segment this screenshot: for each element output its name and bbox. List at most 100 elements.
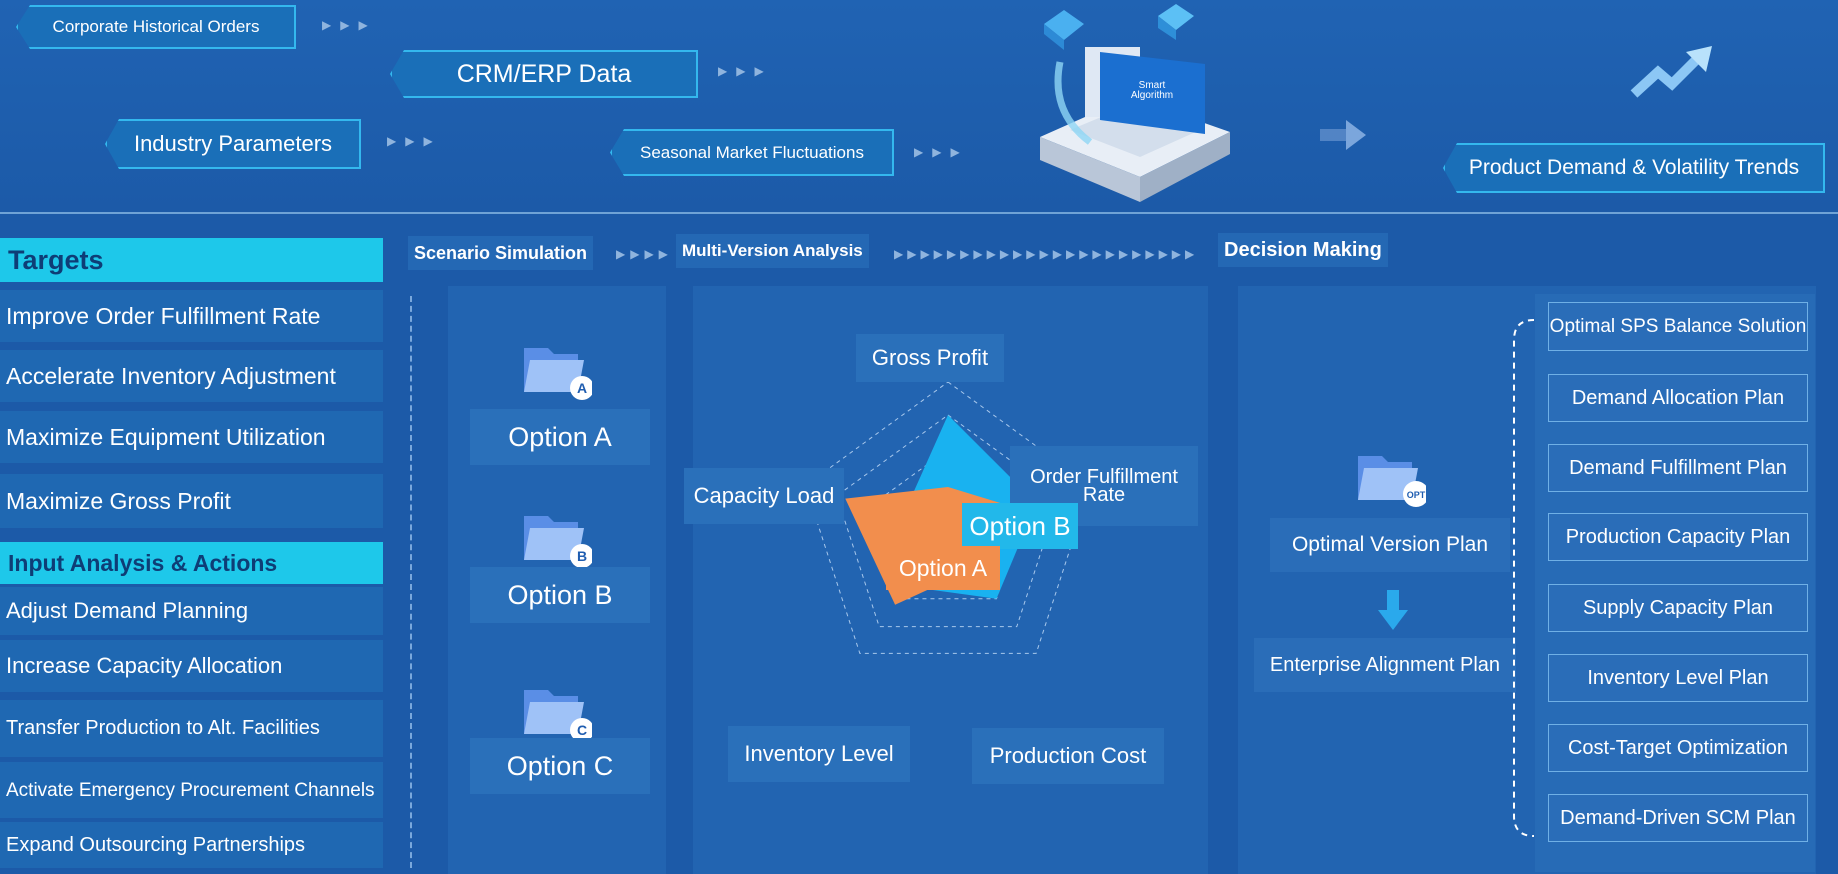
folder-icon: B — [524, 516, 592, 568]
actions-heading: Input Analysis & Actions — [0, 542, 383, 584]
folder-icon: A — [524, 348, 592, 400]
enterprise-alignment-label: Enterprise Alignment Plan — [1269, 653, 1501, 676]
step-label: Decision Making — [1224, 238, 1382, 261]
option-label-text: Option A — [508, 421, 612, 452]
corporate-orders-tag: Corporate Historical Orders — [16, 5, 296, 49]
optimal-version-label: Optimal Version Plan — [1291, 533, 1489, 556]
opt-badge: OPT — [1407, 490, 1426, 500]
demand-trend-tag: Product Demand & Volatility Trends — [1443, 143, 1825, 193]
divider — [0, 212, 1838, 214]
target-item-label: Maximize Equipment Utilization — [6, 423, 326, 450]
plan-label: Supply Capacity Plan — [1582, 597, 1774, 619]
seasonal-label: Seasonal Market Fluctuations — [640, 142, 864, 162]
action-item: Adjust Demand Planning — [0, 587, 383, 635]
plan-item: Supply Capacity Plan — [1548, 584, 1808, 632]
down-arrow-icon — [1378, 590, 1408, 630]
target-item-label: Improve Order Fulfillment Rate — [6, 302, 321, 329]
radar-axis-text: Capacity Load — [693, 483, 835, 508]
step-label: Multi-Version Analysis — [682, 241, 863, 260]
series-label-text: Option A — [898, 554, 988, 581]
flow-arrow-icon: ▶▶▶▶▶▶▶▶▶▶▶▶▶▶▶▶▶▶▶▶▶▶▶ — [894, 247, 1199, 261]
optimal-version-plan: Optimal Version Plan — [1270, 518, 1510, 572]
target-item: Maximize Gross Profit — [0, 474, 383, 528]
target-item: Accelerate Inventory Adjustment — [0, 350, 383, 402]
algorithm-label-line2: Algorithm — [1131, 90, 1173, 101]
series-label-text: Option B — [969, 510, 1071, 541]
seasonal-tag: Seasonal Market Fluctuations — [610, 129, 894, 176]
action-item-label: Expand Outsourcing Partnerships — [6, 833, 306, 856]
option-badge: B — [577, 548, 587, 564]
action-item-label: Activate Emergency Procurement Channels — [6, 779, 375, 801]
plan-label: Production Capacity Plan — [1565, 526, 1791, 548]
step-decision-making: Decision Making — [1218, 233, 1388, 267]
algorithm-label-line1: Smart — [1139, 80, 1166, 91]
radar-axis-text: Order Fulfillment Rate — [1030, 466, 1178, 506]
action-item-label: Transfer Production to Alt. Facilities — [6, 717, 320, 739]
flow-arrow-icon: ▶▶▶ — [718, 64, 773, 78]
smart-algorithm-illustration: Smart Algorithm — [1040, 4, 1230, 202]
folder-icon: OPT — [1358, 456, 1426, 507]
folder-icon: C — [524, 690, 592, 742]
separator-line — [410, 296, 412, 868]
option-c-label: Option C — [470, 738, 650, 794]
action-item-label: Adjust Demand Planning — [6, 598, 249, 623]
action-item: Transfer Production to Alt. Facilities — [0, 700, 383, 757]
radar-axis-label: Capacity Load — [684, 468, 844, 524]
option-b-label: Option B — [470, 567, 650, 623]
option-b-series-label: Option B — [962, 503, 1078, 549]
demand-trend-label: Product Demand & Volatility Trends — [1468, 156, 1800, 179]
corporate-orders-label: Corporate Historical Orders — [52, 17, 260, 36]
crm-erp-tag: CRM/ERP Data — [390, 50, 698, 98]
step-multi-version-analysis: Multi-Version Analysis — [676, 234, 869, 268]
plan-label: Demand Allocation Plan — [1571, 387, 1785, 409]
target-item: Improve Order Fulfillment Rate — [0, 290, 383, 342]
action-item: Increase Capacity Allocation — [0, 640, 383, 692]
targets-heading-label: Targets — [8, 244, 104, 275]
option-label-text: Option C — [506, 750, 614, 781]
crm-erp-label: CRM/ERP Data — [456, 59, 632, 88]
plan-label: Demand Fulfillment Plan — [1569, 457, 1787, 479]
bracket-connector — [1513, 319, 1535, 837]
option-badge: C — [577, 722, 587, 738]
target-item: Maximize Equipment Utilization — [0, 411, 383, 463]
plan-label: Inventory Level Plan — [1587, 667, 1769, 689]
action-item: Activate Emergency Procurement Channels — [0, 762, 383, 818]
step-label: Scenario Simulation — [414, 242, 588, 263]
plan-label: Optimal SPS Balance Solution — [1549, 315, 1807, 337]
flow-arrow-icon: ▶▶▶▶ — [616, 247, 673, 261]
option-badge: A — [577, 380, 587, 396]
target-item-label: Maximize Gross Profit — [6, 487, 231, 514]
radar-axis-text: Production Cost — [989, 743, 1147, 768]
step-scenario-simulation: Scenario Simulation — [408, 236, 594, 270]
plan-item: Optimal SPS Balance Solution — [1548, 302, 1808, 351]
radar-axis-label: Inventory Level — [728, 726, 910, 782]
targets-heading: Targets — [0, 238, 383, 282]
option-a-series-label: Option A — [886, 546, 1000, 590]
plan-item: Cost-Target Optimization — [1548, 724, 1808, 772]
trend-up-icon — [1630, 46, 1712, 98]
action-item-label: Increase Capacity Allocation — [6, 653, 283, 678]
plan-item: Production Capacity Plan — [1548, 513, 1808, 561]
industry-params-label: Industry Parameters — [133, 131, 333, 156]
radar-axis-label: Gross Profit — [856, 334, 1004, 382]
flow-arrow-icon: ▶▶▶ — [914, 145, 969, 159]
right-arrow-icon — [1320, 120, 1366, 150]
target-item-label: Accelerate Inventory Adjustment — [6, 362, 336, 389]
radar-axis-label: Production Cost — [972, 728, 1164, 784]
plan-item: Demand-Driven SCM Plan — [1548, 794, 1808, 842]
action-item: Expand Outsourcing Partnerships — [0, 822, 383, 868]
option-a-label: Option A — [470, 409, 650, 465]
actions-heading-label: Input Analysis & Actions — [8, 549, 278, 576]
enterprise-alignment-plan: Enterprise Alignment Plan — [1254, 638, 1516, 692]
flow-arrow-icon: ▶▶▶ — [387, 134, 442, 148]
plan-item: Demand Allocation Plan — [1548, 374, 1808, 422]
plan-label: Demand-Driven SCM Plan — [1560, 807, 1796, 829]
radar-axis-text: Gross Profit — [871, 345, 989, 370]
plan-item: Inventory Level Plan — [1548, 654, 1808, 702]
flow-arrow-icon: ▶▶▶ — [322, 18, 377, 32]
option-label-text: Option B — [507, 579, 613, 610]
plan-item: Demand Fulfillment Plan — [1548, 444, 1808, 492]
industry-params-tag: Industry Parameters — [105, 119, 361, 169]
plan-label: Cost-Target Optimization — [1567, 737, 1789, 759]
radar-axis-text: Inventory Level — [744, 741, 894, 766]
